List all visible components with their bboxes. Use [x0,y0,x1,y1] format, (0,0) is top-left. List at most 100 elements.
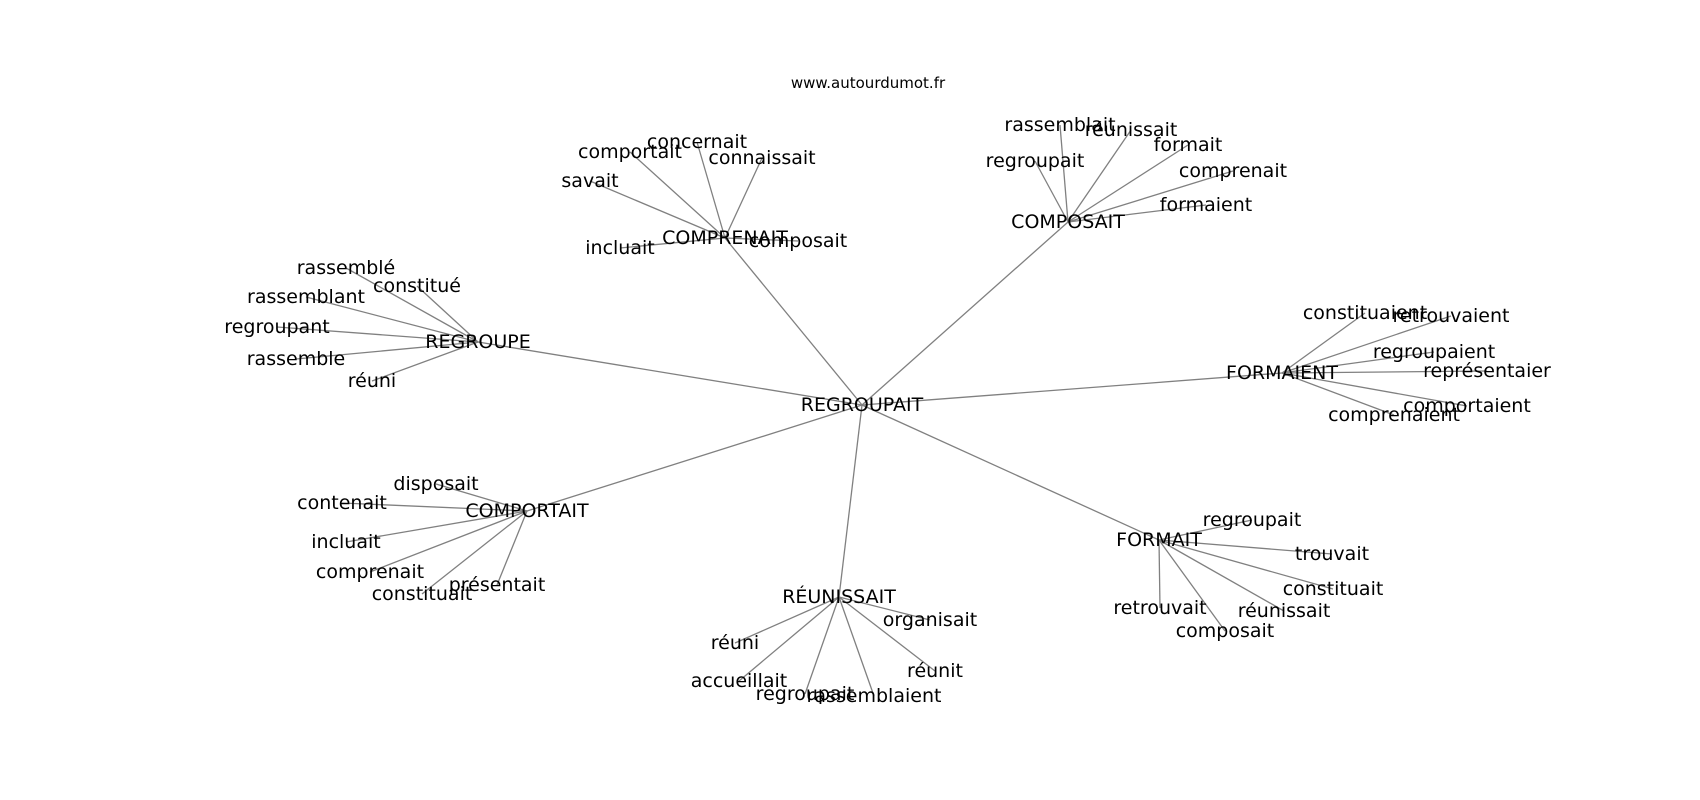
hub-word-node[interactable]: COMPORTAIT [465,500,589,522]
leaf-word-node[interactable]: connaissait [708,147,815,169]
graph-edge [589,180,726,239]
graph-edge [838,404,863,598]
leaf-word-node[interactable]: formait [1154,134,1223,156]
leaf-word-node[interactable]: représentaier [1423,360,1551,382]
hub-word-node[interactable]: COMPOSAIT [1011,211,1125,233]
graph-edge [1281,372,1468,407]
hub-word-node[interactable]: REGROUPE [425,331,530,353]
graph-edge [738,596,840,682]
leaf-word-node[interactable]: rassemblait [1004,114,1115,136]
graph-edge [1281,351,1435,374]
leaf-word-node[interactable]: constituaient [1303,302,1427,324]
graph-edge [371,341,479,382]
graph-edge [435,483,528,512]
leaf-word-node[interactable]: concernait [647,131,747,153]
graph-edge [1158,539,1285,612]
graph-edge [276,326,479,343]
hub-word-node[interactable]: FORMAIENT [1226,362,1338,384]
graph-edge [1281,315,1452,374]
graph-edge [838,596,936,672]
hub-word-node[interactable]: FORMAIT [1116,529,1202,551]
leaf-word-node[interactable]: comportait [578,141,682,163]
graph-edge [345,267,479,343]
leaf-word-node[interactable]: comprenait [316,561,424,583]
leaf-word-node[interactable]: composait [749,230,848,252]
leaf-word-node[interactable]: comprenaient [1328,404,1460,426]
leaf-word-node[interactable]: retrouvait [1113,597,1206,619]
leaf-word-node[interactable]: regroupait [1203,509,1302,531]
leaf-word-node[interactable]: constitué [373,275,461,297]
leaf-word-node[interactable]: réunissait [1238,600,1331,622]
leaf-word-node[interactable]: regroupaient [1373,341,1495,363]
graph-edge [1067,129,1132,223]
leaf-word-node[interactable]: contenait [297,492,387,514]
hub-word-node[interactable]: RÉUNISSAIT [782,585,896,608]
graph-edge [1281,370,1488,374]
graph-edge [861,404,1160,541]
leaf-word-node[interactable]: rassemblant [247,286,365,308]
graph-edge [1158,519,1253,541]
leaf-word-node[interactable]: comportaient [1403,395,1531,417]
leaf-word-node[interactable]: rassemblé [297,257,395,279]
graph-edge [1158,539,1161,609]
graph-edge [696,141,726,239]
center-word-node[interactable]: REGROUPAIT [801,394,924,416]
graph-edges [276,124,1488,697]
graph-edge [305,296,479,343]
graph-edge [369,510,528,573]
leaf-word-node[interactable]: rassemblaient [807,685,942,707]
leaf-word-node[interactable]: formaient [1160,194,1252,216]
leaf-word-node[interactable]: organisait [883,609,977,631]
leaf-word-node[interactable]: incluait [311,531,380,553]
hub-word-node[interactable]: COMPRENAIT [662,227,788,249]
leaf-word-node[interactable]: regroupant [224,316,329,338]
graph-edge [724,237,863,406]
leaf-word-node[interactable]: composait [1176,620,1275,642]
graph-edge [341,502,528,512]
leaf-word-node[interactable]: comprenait [1179,160,1287,182]
graph-edge [861,221,1069,406]
graph-edge [734,596,840,644]
graph-edge [1281,312,1366,374]
leaf-word-node[interactable]: accueillait [691,670,787,692]
leaf-word-node[interactable]: constituait [372,583,473,605]
graph-edge [1281,372,1395,416]
leaf-word-node[interactable]: constituait [1283,578,1384,600]
graph-edge [421,510,528,595]
leaf-word-node[interactable]: réunissait [1085,119,1178,141]
graph-edge [1059,124,1069,223]
graph-edge [724,237,799,242]
leaf-word-node[interactable]: retrouvaient [1393,305,1510,327]
graph-edge [526,404,863,512]
graph-edge [861,372,1283,406]
graph-edge [838,596,875,697]
graph-labels: www.autourdumot.fr REGROUPAIT COMPRENAIT s… [224,74,1551,707]
graph-edge [416,285,479,343]
graph-edge [1158,539,1334,590]
graph-edge [1034,160,1069,223]
graph-edge [1067,170,1234,223]
leaf-word-node[interactable]: présentait [449,574,546,596]
leaf-word-node[interactable]: savait [561,170,618,192]
leaf-word-node[interactable]: regroupait [986,150,1085,172]
graph-edge [804,596,840,695]
graph-edge [619,237,726,249]
graph-edge [1158,539,1333,555]
graph-edge [1067,204,1207,223]
leaf-word-node[interactable]: réuni [711,632,759,654]
graph-edge [477,341,863,406]
graph-edge [629,151,726,239]
source-url: www.autourdumot.fr [791,74,946,92]
graph-edge [345,510,528,543]
leaf-word-node[interactable]: réunit [907,660,963,682]
graph-edge [1067,144,1189,223]
leaf-word-node[interactable]: disposait [393,473,478,495]
leaf-word-node[interactable]: réuni [348,370,396,392]
leaf-word-node[interactable]: rassemble [247,348,345,370]
leaf-word-node[interactable]: incluait [585,237,654,259]
graph-edge [496,510,528,586]
leaf-word-node[interactable]: trouvait [1295,543,1369,565]
leaf-word-node[interactable]: regroupait [756,683,855,705]
